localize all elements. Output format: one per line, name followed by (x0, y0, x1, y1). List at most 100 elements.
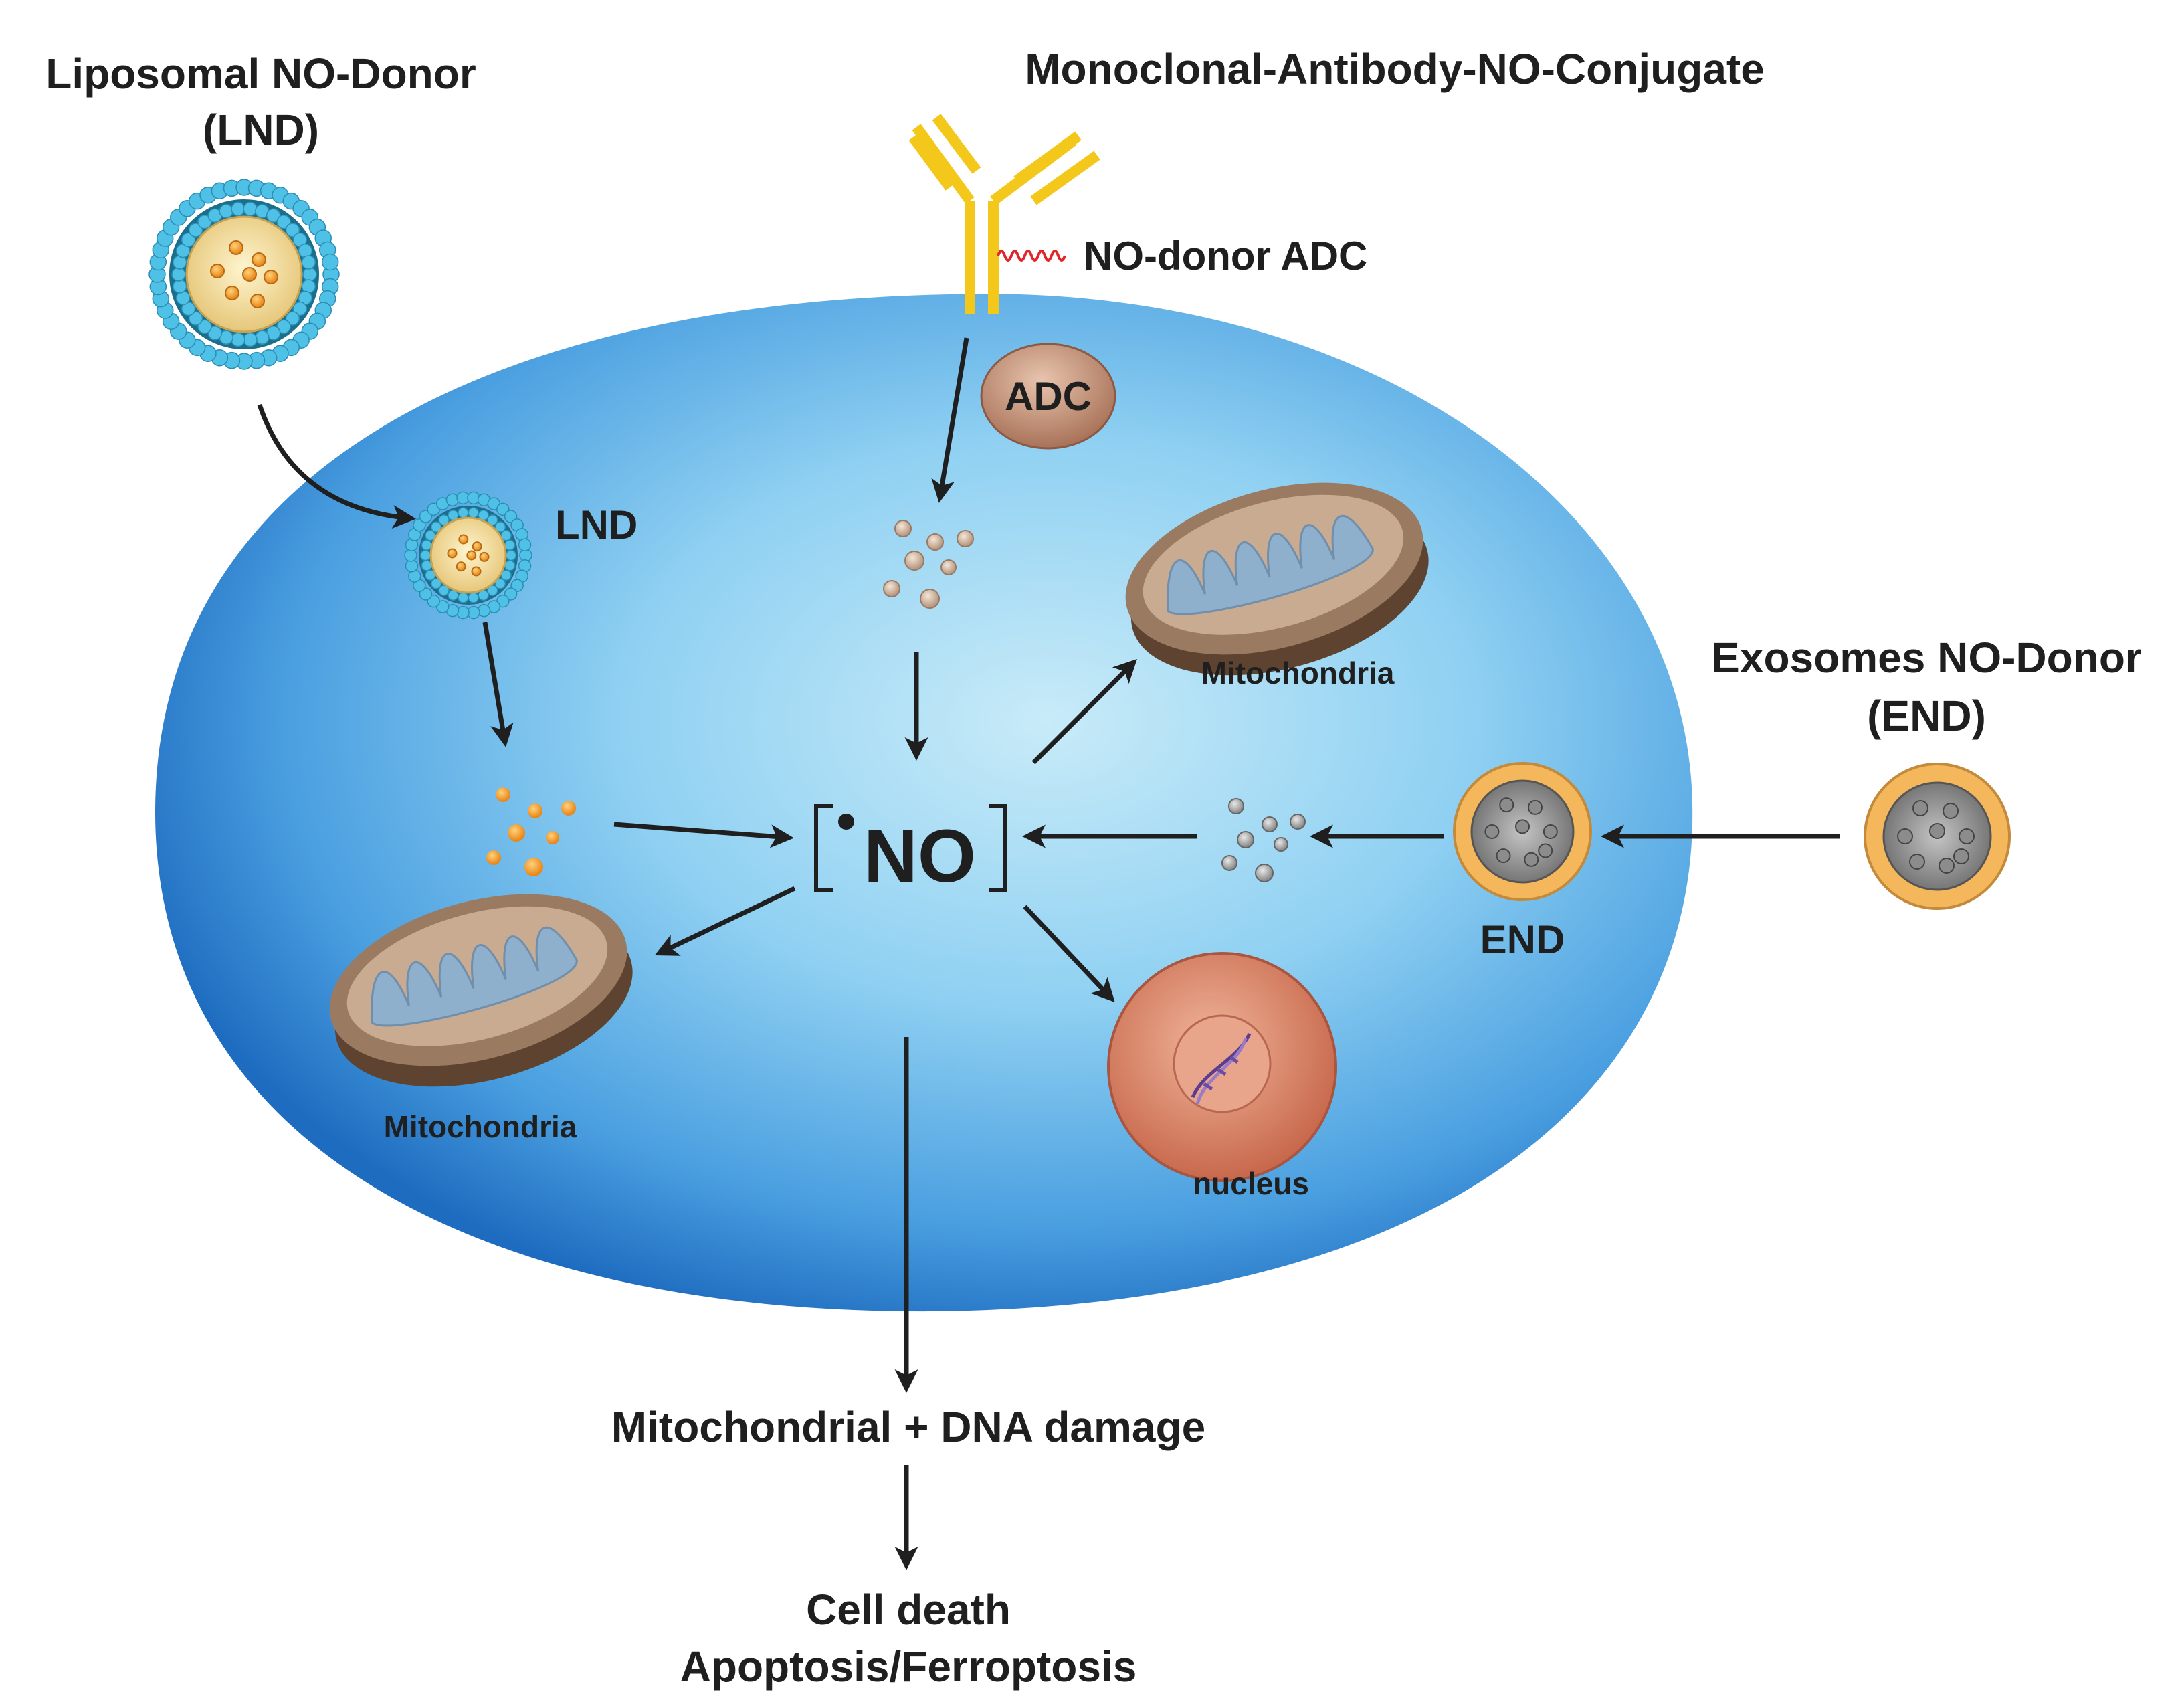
liposome-bilayer-outer (148, 179, 340, 370)
nucleus-label: nucleus (1193, 1166, 1309, 1201)
exosomes-title-line1: Exosomes NO-Donor (1711, 634, 2142, 682)
bilayer-bead (419, 549, 431, 561)
bilayer-bead (231, 332, 245, 347)
liposomal-title-line1: Liposomal NO-Donor (45, 50, 476, 98)
death-label-line2: Apoptosis/Ferroptosis (680, 1642, 1137, 1691)
bilayer-bead (172, 279, 187, 294)
bilayer-bead (458, 507, 469, 518)
particle (1959, 828, 1975, 844)
arrow-lnd-release (482, 622, 514, 747)
bilayer-bead (494, 578, 506, 589)
bilayer-bead (181, 232, 196, 248)
damage-label: Mitochondrial + DNA damage (611, 1403, 1205, 1451)
liposomal-title-line2: (LND) (203, 106, 319, 154)
orange-particles (210, 240, 278, 308)
particle (458, 534, 469, 545)
bilayer-bead (243, 201, 258, 217)
particle (1515, 819, 1530, 834)
linker-icon (997, 250, 1066, 262)
particle (250, 294, 265, 308)
mitochondria-bottom (329, 894, 633, 1087)
radical-dot (838, 814, 854, 830)
bilayer-bead (430, 578, 442, 589)
bilayer-bead (219, 203, 233, 219)
bilayer-bead (171, 267, 186, 282)
adc-vesicle (980, 343, 1116, 450)
arrow-no-to-mito-bottom (654, 886, 796, 956)
bilayer-bead (285, 223, 300, 238)
bilayer-bead (231, 201, 245, 217)
bilayer-bead (321, 253, 339, 271)
dna-icon (1191, 1032, 1252, 1105)
released-tan-particles (883, 520, 974, 609)
no-donor-adc-label: NO-donor ADC (1084, 233, 1367, 278)
adc-label: ADC (1005, 374, 1092, 419)
particle (229, 240, 243, 255)
particle (1912, 800, 1928, 816)
bilayer-bead (468, 507, 479, 518)
particle (1528, 799, 1543, 815)
bilayer-bead (458, 592, 469, 603)
particle (479, 551, 490, 562)
particle (1543, 824, 1558, 839)
particle (466, 550, 477, 561)
bilayer-bead (504, 560, 516, 571)
arrow-lnd-entry (257, 403, 416, 529)
mitochondria-top (1125, 482, 1429, 676)
particle (1496, 848, 1511, 864)
no-center-label: NO (864, 814, 976, 898)
bilayer-bead (421, 539, 433, 551)
bilayer-bead (487, 514, 498, 526)
released-gray-particles (1221, 798, 1306, 882)
bilayer-bead (301, 255, 316, 270)
antibody-icon (908, 114, 1100, 314)
end-label: END (1480, 917, 1565, 962)
bilayer-bead (504, 539, 516, 551)
lnd-label: LND (555, 502, 637, 547)
bilayer-bead (188, 223, 203, 238)
nitric-oxide-radical: NO (814, 804, 1007, 898)
monoclonal-title: Monoclonal-Antibody-NO-Conjugate (1025, 45, 1765, 93)
exosomes-title-line2: (END) (1867, 692, 1986, 740)
particle (252, 252, 266, 267)
particle (1953, 848, 1969, 864)
particle (1939, 858, 1955, 874)
particle (1897, 828, 1913, 844)
arrow-no-to-nucleus (1023, 905, 1115, 1003)
death-label-line1: Cell death (806, 1586, 1011, 1634)
bilayer-bead (518, 538, 532, 551)
particle (1499, 797, 1514, 813)
bilayer-bead (430, 521, 442, 533)
particle (210, 264, 225, 278)
bilayer-bead (243, 332, 258, 347)
bilayer-bead (276, 215, 291, 229)
released-orange-particles (486, 787, 576, 876)
bilayer-bead (487, 585, 498, 596)
bilayer-bead (197, 319, 212, 334)
particle (1909, 854, 1925, 870)
bilayer-bead (505, 549, 517, 561)
bilayer-bead (207, 325, 223, 341)
particle (225, 286, 239, 300)
bilayer-bead (188, 311, 203, 326)
mitochondria-bottom-label: Mitochondria (384, 1109, 577, 1144)
particle (1943, 803, 1959, 819)
arrow-orange-to-no (613, 822, 794, 848)
bilayer-bead (494, 521, 506, 533)
particle (242, 267, 257, 282)
mitochondria-top-label: Mitochondria (1201, 656, 1395, 690)
particle (456, 561, 466, 572)
bilayer-bead (197, 215, 212, 229)
particle (1484, 824, 1500, 839)
arrow-adc-entry (931, 337, 969, 503)
particle (1524, 852, 1539, 867)
bilayer-bead (285, 311, 300, 326)
bilayer-bead (438, 514, 450, 526)
particle (264, 270, 278, 284)
bilayer-bead (438, 585, 450, 596)
arrow-no-to-mito-top (1031, 659, 1137, 765)
particle (472, 541, 482, 552)
bilayer-bead (468, 592, 479, 603)
bilayer-bead (255, 330, 270, 345)
bilayer-bead (421, 560, 433, 571)
